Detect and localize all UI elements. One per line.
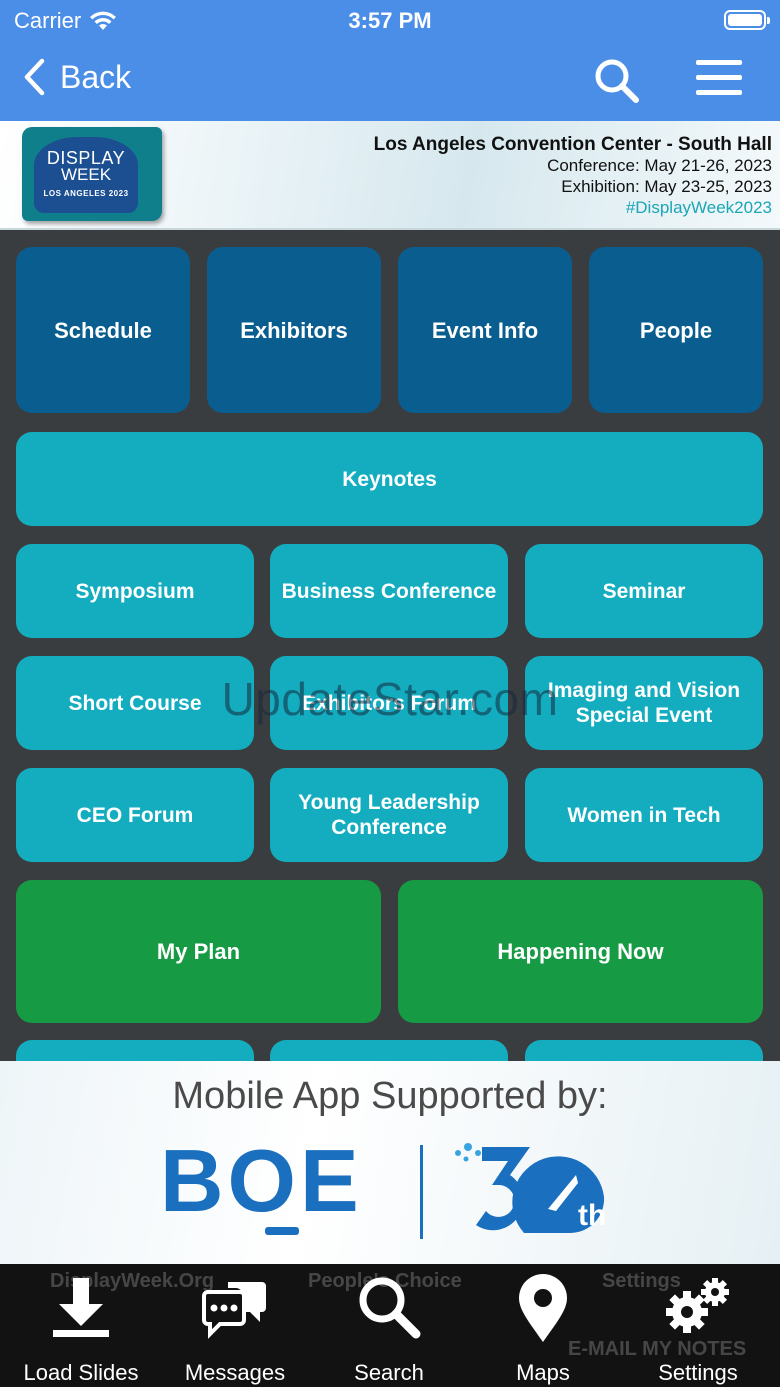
chevron-left-icon	[24, 58, 45, 96]
battery-icon	[724, 10, 770, 30]
tab-label-messages: Messages	[184, 1360, 286, 1385]
logo-line-2: WEEK	[60, 165, 112, 184]
tab-load-slides[interactable]: Load Slides	[3, 1274, 159, 1385]
hamburger-menu-icon[interactable]	[696, 60, 742, 100]
my-plan-tile[interactable]: My Plan	[16, 880, 381, 1023]
event-hashtag: #DisplayWeek2023	[625, 198, 772, 217]
exhibitors-tile[interactable]: Exhibitors	[207, 247, 381, 413]
tab-label-maps: Maps	[516, 1360, 570, 1385]
boe-logo-underline	[265, 1227, 299, 1235]
happening-now-tile[interactable]: Happening Now	[398, 880, 763, 1023]
download-icon	[53, 1278, 109, 1337]
tab-label-search: Search	[354, 1360, 424, 1385]
wifi-icon	[90, 11, 117, 30]
exhibition-dates: Exhibition: May 23-25, 2023	[561, 177, 772, 196]
logo-line-3: LOS ANGELES 2023	[43, 189, 129, 198]
top-bar: Carrier 3:57 PM Back	[0, 0, 780, 121]
young-leadership-tile[interactable]: Young Leadership Conference	[270, 768, 508, 862]
keynotes-tile[interactable]: Keynotes	[16, 432, 763, 526]
business-conference-tile[interactable]: Business Conference	[270, 544, 508, 638]
tab-settings[interactable]: Settings	[620, 1274, 776, 1385]
event-info-tile[interactable]: Event Info	[398, 247, 572, 413]
carrier-label: Carrier	[14, 8, 82, 33]
bottom-tab-bar: DisplayWeek.Org People's Choice Settings…	[0, 1264, 780, 1387]
anniversary-suffix: th	[578, 1199, 606, 1232]
display-week-logo: DISPLAY WEEK LOS ANGELES 2023	[22, 127, 162, 221]
people-tile[interactable]: People	[589, 247, 763, 413]
back-label: Back	[60, 58, 132, 95]
search-icon	[359, 1277, 421, 1339]
sponsor-title: Mobile App Supported by:	[172, 1075, 608, 1117]
symposium-tile[interactable]: Symposium	[16, 544, 254, 638]
map-pin-icon	[519, 1274, 567, 1342]
tab-maps[interactable]: Maps	[465, 1274, 621, 1385]
conference-dates: Conference: May 21-26, 2023	[547, 156, 772, 175]
event-banner: DISPLAY WEEK LOS ANGELES 2023 Los Angele…	[0, 121, 780, 230]
short-course-tile[interactable]: Short Course	[16, 656, 254, 750]
boe-logo-text: BOE	[160, 1131, 363, 1230]
search-icon[interactable]	[592, 56, 640, 104]
behind-item-displayweek: DisplayWeek.Org	[50, 1270, 215, 1292]
back-button[interactable]: Back	[22, 58, 131, 96]
anniversary-30th-logo: th	[455, 1143, 606, 1233]
venue-text: Los Angeles Convention Center - South Ha…	[373, 134, 772, 155]
tab-label-settings: Settings	[658, 1360, 738, 1385]
women-in-tech-tile[interactable]: Women in Tech	[525, 768, 763, 862]
status-bar: Carrier 3:57 PM	[0, 0, 780, 40]
logo-line-1: DISPLAY	[46, 148, 126, 168]
sponsor-divider	[420, 1145, 423, 1239]
behind-item-email-notes: E-MAIL MY NOTES	[568, 1338, 747, 1360]
seminar-tile[interactable]: Seminar	[525, 544, 763, 638]
tab-label-load-slides: Load Slides	[23, 1360, 139, 1385]
status-time: 3:57 PM	[348, 8, 432, 33]
messages-icon	[202, 1282, 266, 1339]
carrier-indicator: Carrier	[14, 8, 117, 34]
tab-messages[interactable]: Messages	[157, 1274, 313, 1385]
schedule-tile[interactable]: Schedule	[16, 247, 190, 413]
tab-search[interactable]: Search	[311, 1274, 467, 1385]
ceo-forum-tile[interactable]: CEO Forum	[16, 768, 254, 862]
gears-icon	[666, 1278, 729, 1333]
sponsor-banner[interactable]: Mobile App Supported by: BOE th	[0, 1061, 780, 1264]
event-info-text: Los Angeles Convention Center - South Ha…	[374, 134, 772, 218]
behind-item-settings: Settings	[602, 1270, 681, 1292]
exhibitors-forum-tile[interactable]: Exhibitors Forum	[270, 656, 508, 750]
navigation-bar: Back	[0, 40, 780, 121]
imaging-vision-tile[interactable]: Imaging and Vision Special Event	[525, 656, 763, 750]
